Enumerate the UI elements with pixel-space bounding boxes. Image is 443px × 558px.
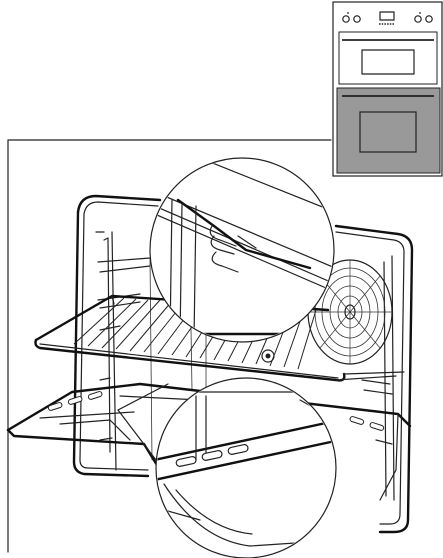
oven-cavity xyxy=(72,194,414,534)
tray-detail-magnifier xyxy=(117,377,337,558)
figure-frame xyxy=(7,139,332,553)
baking-tray xyxy=(6,382,412,501)
wire-shelf-detail-magnifier xyxy=(149,157,335,343)
double-oven-indicator-icon xyxy=(332,1,443,177)
